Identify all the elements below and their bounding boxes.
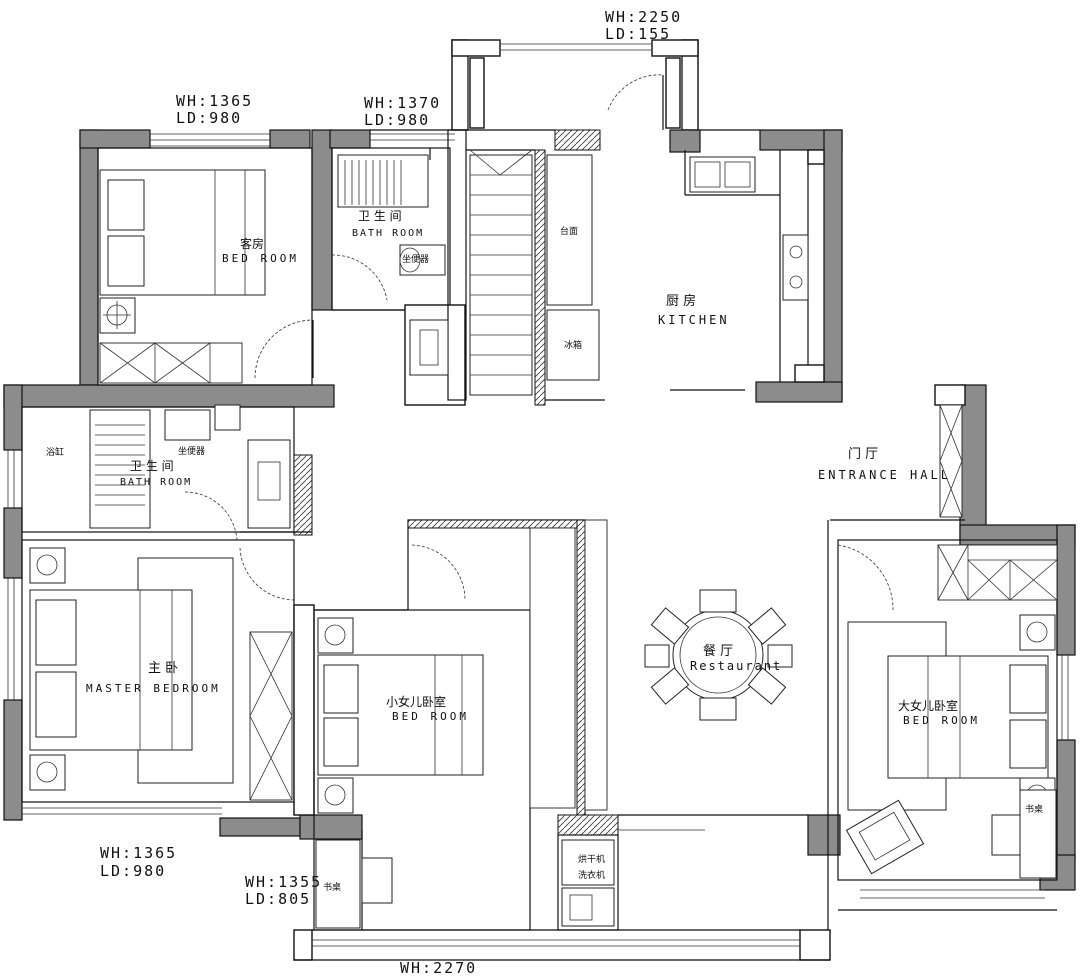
label-kitchen-en: KITCHEN — [658, 313, 730, 327]
label-guest-cn: 客房 — [240, 236, 264, 251]
label-master-cn: 主 卧 — [148, 661, 178, 676]
label-bath-main-en: BATH ROOM — [120, 477, 192, 488]
room-labels: 客房 BED ROOM 卫 生 间 BATH ROOM 厨 房 KITCHEN … — [86, 209, 980, 727]
label-toilet-top: 坐便器 — [402, 253, 429, 265]
dim-top-left-wh: WH:1365 — [176, 92, 253, 110]
label-washer: 洗衣机 — [578, 869, 605, 881]
label-desk-left: 书桌 — [323, 881, 341, 893]
furniture — [29, 149, 1057, 929]
label-toilet-main: 坐便器 — [178, 445, 205, 457]
label-small-daughter-en: BED ROOM — [392, 710, 469, 723]
dining-table — [644, 589, 793, 721]
label-guest-en: BED ROOM — [222, 252, 299, 265]
label-bath-main-cn: 卫 生 间 — [130, 459, 174, 473]
dim-bottom-mid-ld: LD:805 — [245, 890, 311, 908]
label-big-daughter-en: BED ROOM — [903, 714, 980, 727]
dim-bottom-left-ld: LD:980 — [100, 862, 166, 880]
dim-top-mid-ld: LD:980 — [364, 111, 430, 129]
label-master-en: MASTER BEDROOM — [86, 682, 221, 695]
label-big-daughter-cn: 大女儿卧室 — [898, 698, 958, 713]
dim-top-mid-wh: WH:1370 — [364, 94, 441, 112]
dim-top-right-wh: WH:2250 — [605, 8, 682, 26]
interior-walls — [7, 43, 1069, 961]
doors — [184, 74, 894, 611]
label-bath-top-cn: 卫 生 间 — [358, 209, 402, 223]
dim-top-right-ld: LD:155 — [605, 25, 671, 43]
label-fridge: 冰箱 — [564, 339, 582, 351]
dim-top-left-ld: LD:980 — [176, 109, 242, 127]
label-small-daughter-cn: 小女儿卧室 — [386, 694, 446, 709]
label-kitchen-cn: 厨 房 — [666, 293, 696, 309]
label-bath-top-en: BATH ROOM — [352, 228, 424, 239]
label-bathtub: 浴缸 — [46, 446, 64, 458]
dim-bottom-mid-wh: WH:1355 — [245, 873, 322, 891]
dimension-labels: WH:2250 LD:155 WH:1365 LD:980 WH:1370 LD… — [100, 8, 682, 977]
label-dryer: 烘干机 — [578, 853, 605, 865]
label-counter: 台面 — [560, 225, 578, 237]
label-entrance-cn: 门 厅 — [848, 447, 878, 462]
label-entrance-en: ENTRANCE HALL — [818, 468, 951, 482]
dim-bottom-left-wh: WH:1365 — [100, 844, 177, 862]
staircase — [469, 149, 533, 396]
dim-bottom: WH:2270 — [400, 959, 477, 977]
label-restaurant-cn: 餐 厅 — [703, 643, 733, 659]
label-desk-right: 书桌 — [1025, 803, 1043, 815]
label-restaurant-en: Restaurant — [690, 659, 782, 673]
fixture-labels: 坐便器 坐便器 浴缸 台面 冰箱 烘干机 洗衣机 书桌 书桌 — [46, 225, 1043, 893]
